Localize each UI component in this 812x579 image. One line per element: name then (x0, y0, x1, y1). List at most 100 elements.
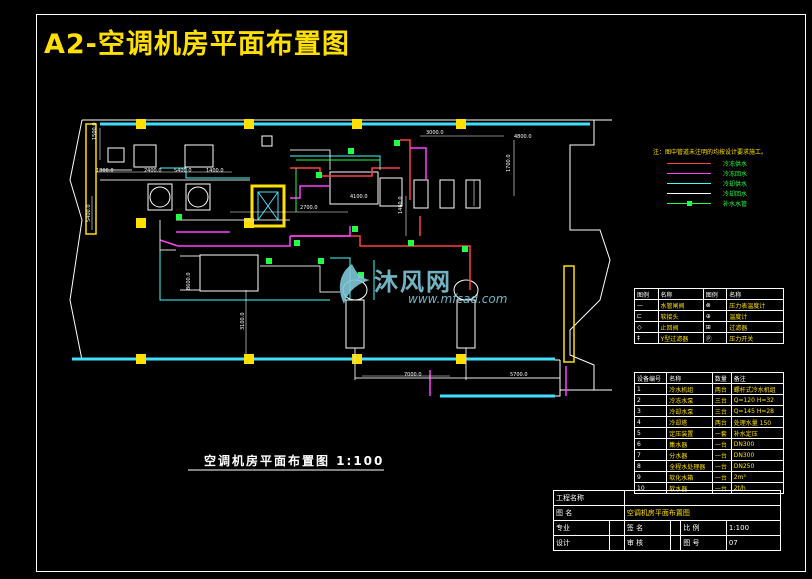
table-cell: 三台 (711, 394, 732, 406)
dim-label: 1800.0 (96, 168, 114, 174)
dim-label: 5400.0 (86, 204, 92, 223)
table-cell: 5 (633, 427, 668, 439)
pipe-makeup (295, 159, 380, 212)
table-row: — 水管闸阀 ⊗ 压力表温度计 (634, 299, 784, 311)
dimension-lines (91, 128, 560, 379)
title-block-row: 设计 审 核 图 号 07 (552, 535, 782, 551)
table-cell: 6 (633, 438, 668, 450)
table-row: ◇ 止回阀 ⊞ 过滤器 (634, 321, 784, 333)
dim-label: 2700.0 (300, 205, 318, 211)
design-label: 设计 (552, 535, 611, 551)
table-cell: Q=120 H=32 (730, 394, 785, 406)
table-cell: 冷冻水泵 (666, 394, 713, 406)
table-row: ⊏ 软接头 ⊕ 温度计 (634, 310, 784, 322)
table-cell: ⊕ (702, 310, 728, 322)
table-cell: 螺杆式冷水机组 (730, 383, 785, 395)
dim-label: 8600.0 (186, 272, 192, 291)
table-cell: 集水器 (666, 438, 713, 450)
sheet-label: 图 号 (680, 535, 727, 551)
drawing-frame (36, 14, 806, 572)
legend-line (667, 193, 711, 194)
table-cell: 温度计 (726, 310, 784, 322)
legend-note: 注：图中管道未注明的均按设计要求施工。 (653, 149, 768, 156)
table-cell: DN300 (730, 438, 785, 450)
table-cell: 一套 (711, 427, 732, 439)
pipe-chilled-return (159, 147, 567, 396)
table-cell: ⊞ (702, 321, 728, 333)
table-cell: 3 (633, 405, 668, 417)
title-block-row: 专业 签 名 比 例 1:100 (552, 520, 782, 536)
table-cell: 软接头 (657, 310, 704, 322)
legend-label: 冷却回水 (723, 191, 748, 198)
table-cell: 两台 (711, 383, 732, 395)
drawing-title: A2-空调机房平面布置图 (44, 29, 350, 60)
design-value (609, 535, 625, 551)
legend-item: 冷却回水 (667, 189, 787, 198)
table-cell: 9 (633, 471, 668, 483)
table-cell: 冷水机组 (666, 383, 713, 395)
table-header-row: 设备编号 名称 数量 备注 (633, 372, 785, 384)
watermark-brand: 沐风网 (374, 268, 452, 296)
dim-label: 5400.0 (174, 168, 192, 174)
legend-line (667, 163, 711, 164)
project-value (623, 490, 782, 506)
dim-label: 1500.0 (92, 122, 98, 141)
table-cell: ‡ (634, 332, 659, 344)
table-cell: 一台 (711, 449, 732, 461)
table-cell: ⊗ (702, 299, 728, 311)
dim-label: 3000.0 (426, 130, 444, 136)
title-block-row: 图 名 空调机房平面布置图 (553, 505, 782, 521)
review-value (669, 535, 682, 551)
table-cell: — (634, 299, 659, 311)
wall-columns (85, 123, 575, 363)
table-header: 数量 (711, 372, 732, 384)
drawing-name-label: 图 名 (553, 505, 625, 521)
title-block-row: 工程名称 (553, 490, 782, 506)
table-cell: DN300 (730, 449, 785, 461)
legend-label: 冷却供水 (723, 181, 748, 188)
dim-label: 3100.0 (240, 312, 246, 331)
table-cell: 三台 (711, 405, 732, 417)
table-cell: 一台 (711, 471, 732, 483)
table-cell: 8 (633, 460, 668, 472)
table-cell: 一台 (711, 438, 732, 450)
table-cell: Y型过滤器 (657, 332, 704, 344)
legend-label: 补水水管 (723, 201, 748, 208)
title-block: 工程名称 图 名 空调机房平面布置图 专业 签 名 比 例 1:100 设计 审… (552, 490, 782, 551)
legend-item: 冷冻回水 (667, 169, 787, 178)
table-header: 图例 (702, 288, 728, 300)
table-cell: 7 (633, 449, 668, 461)
table-cell: 1 (633, 383, 668, 395)
table-cell: 全程水处理器 (666, 460, 713, 472)
dim-label: 1400.0 (206, 168, 224, 174)
table-header: 图例 (634, 288, 659, 300)
table-cell: 4 (633, 416, 668, 428)
legend-item: 冷冻供水 (667, 159, 787, 168)
table-header: 名称 (666, 372, 713, 384)
symbol-table: 图例 名称 图例 名称 — 水管闸阀 ⊗ 压力表温度计 ⊏ 软接头 ⊕ 温度计 … (634, 288, 784, 344)
project-label: 工程名称 (553, 490, 625, 506)
dim-label: 7000.0 (404, 372, 422, 378)
valve-markers (176, 140, 468, 278)
specialty-label: 专业 (552, 520, 611, 536)
table-cell: 软化水箱 (666, 471, 713, 483)
legend-marker (687, 201, 692, 206)
table-header: 设备编号 (633, 372, 668, 384)
drawing-caption: 空调机房平面布置图 1:100 (204, 454, 385, 468)
table-cell: 水管闸阀 (657, 299, 704, 311)
table-cell: 一台 (711, 460, 732, 472)
sheet-value: 07 (725, 535, 782, 551)
review-label: 审 核 (623, 535, 671, 551)
legend-item: 补水水管 (667, 199, 787, 208)
dim-label: 2400.0 (144, 168, 162, 174)
table-cell: 处理水量 150 (730, 416, 785, 428)
table-header: 名称 (657, 288, 704, 300)
dim-label: 5700.0 (510, 372, 528, 378)
